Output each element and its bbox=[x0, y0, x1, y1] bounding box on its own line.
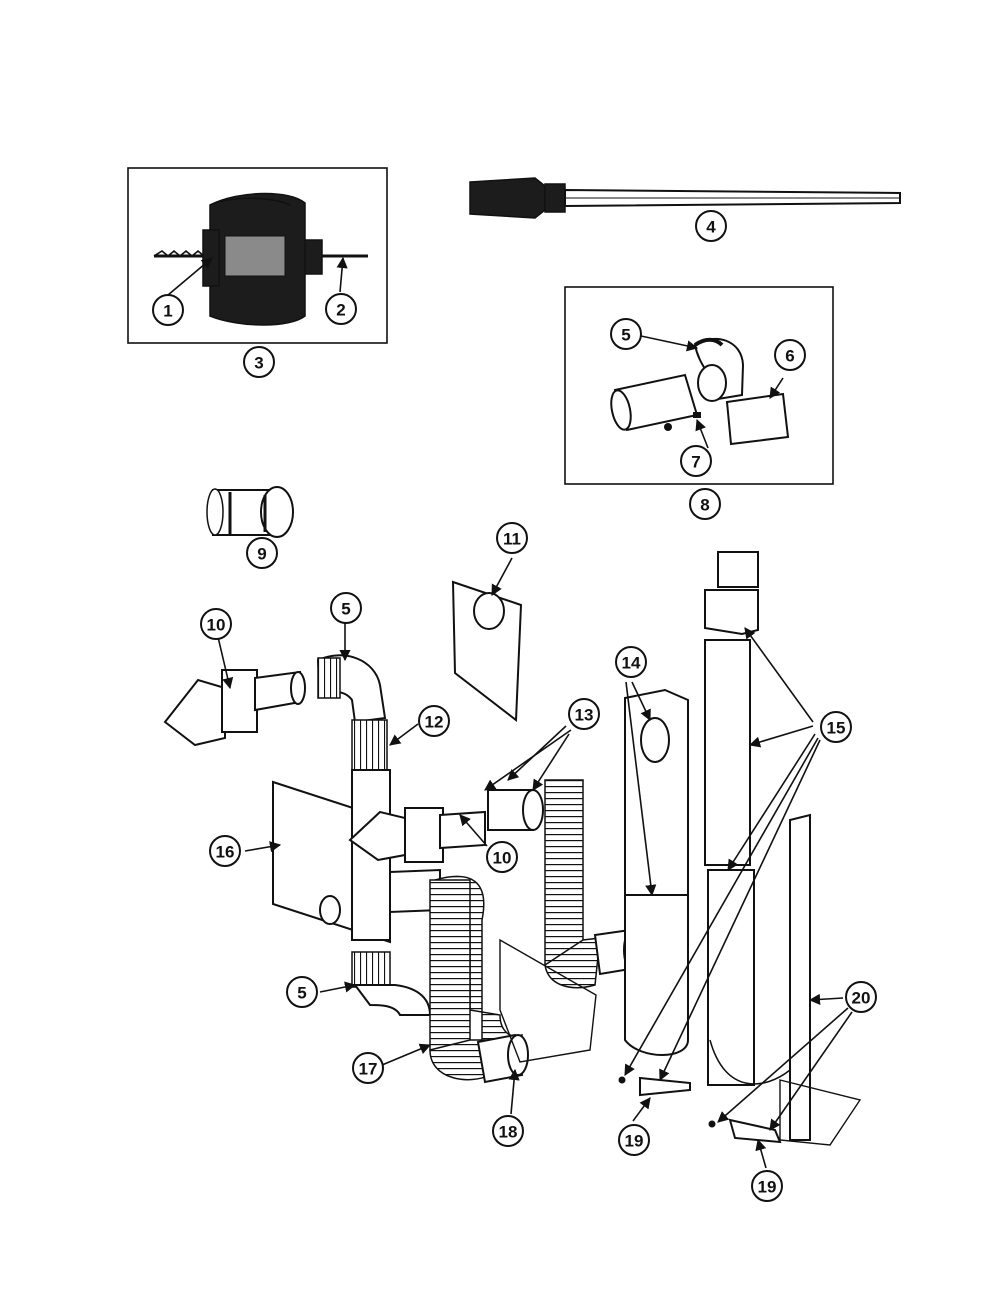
callout-circle bbox=[209, 835, 241, 867]
callout-c9: 9 bbox=[246, 537, 278, 569]
callout-circle bbox=[615, 646, 647, 678]
callout-number: 17 bbox=[359, 1060, 378, 1079]
callout-circle bbox=[152, 294, 184, 326]
callout-circle bbox=[330, 592, 362, 624]
callout-c5b: 5 bbox=[330, 592, 362, 624]
callout-c7: 7 bbox=[680, 445, 712, 477]
callout-circle bbox=[751, 1170, 783, 1202]
callout-number: 12 bbox=[425, 713, 444, 732]
callout-c17: 17 bbox=[352, 1052, 384, 1084]
callout-number: 15 bbox=[827, 719, 846, 738]
callout-circle bbox=[286, 976, 318, 1008]
callout-c2: 2 bbox=[325, 293, 357, 325]
callout-circle bbox=[200, 608, 232, 640]
callout-number: 6 bbox=[785, 347, 794, 366]
callout-circle bbox=[568, 698, 600, 730]
leader-lines bbox=[167, 256, 853, 1169]
elbow-kit bbox=[564, 286, 834, 485]
callout-number: 11 bbox=[503, 530, 521, 549]
damper-coupling bbox=[206, 486, 294, 538]
callout-number: 5 bbox=[621, 326, 630, 345]
callout-number: 18 bbox=[499, 1123, 518, 1142]
callout-circle bbox=[243, 346, 275, 378]
callout-c19b: 19 bbox=[751, 1170, 783, 1202]
callout-number: 1 bbox=[163, 302, 172, 321]
callout-c1: 1 bbox=[152, 294, 184, 326]
callout-c5c: 5 bbox=[286, 976, 318, 1008]
wall-plate bbox=[451, 580, 523, 722]
callout-c20: 20 bbox=[845, 981, 877, 1013]
callout-circle bbox=[492, 1115, 524, 1147]
callout-number: 20 bbox=[852, 989, 871, 1008]
callout-c13: 13 bbox=[568, 698, 600, 730]
callout-c12: 12 bbox=[418, 705, 450, 737]
callout-number: 9 bbox=[257, 545, 266, 564]
callout-number: 19 bbox=[625, 1132, 644, 1151]
callout-number: 19 bbox=[758, 1178, 777, 1197]
callout-c3: 3 bbox=[243, 346, 275, 378]
flex-duct-17 bbox=[429, 875, 529, 1084]
callout-c4: 4 bbox=[695, 210, 727, 242]
callout-circle bbox=[496, 522, 528, 554]
callout-number: 3 bbox=[254, 354, 263, 373]
callout-c19a: 19 bbox=[618, 1124, 650, 1156]
callout-circle bbox=[418, 705, 450, 737]
callout-c15: 15 bbox=[820, 711, 852, 743]
vent-assembly-left bbox=[163, 654, 544, 1016]
callout-c16: 16 bbox=[209, 835, 241, 867]
callout-c10b: 10 bbox=[486, 841, 518, 873]
callout-number: 13 bbox=[575, 706, 594, 725]
callout-circle bbox=[610, 318, 642, 350]
callout-circle bbox=[774, 339, 806, 371]
callout-circle bbox=[486, 841, 518, 873]
callout-circle bbox=[845, 981, 877, 1013]
callout-circle bbox=[689, 488, 721, 520]
callout-c11: 11 bbox=[496, 522, 528, 554]
callout-circle bbox=[325, 293, 357, 325]
callout-circle bbox=[618, 1124, 650, 1156]
callout-number: 7 bbox=[691, 453, 700, 472]
callout-circle bbox=[246, 537, 278, 569]
callout-number: 8 bbox=[700, 496, 709, 515]
callout-number: 4 bbox=[706, 218, 716, 237]
hole-saw-kit bbox=[127, 167, 388, 344]
callout-circle bbox=[680, 445, 712, 477]
callout-circle bbox=[820, 711, 852, 743]
installation-rod bbox=[469, 177, 901, 219]
callout-c18: 18 bbox=[492, 1115, 524, 1147]
callout-circle bbox=[695, 210, 727, 242]
callout-c8: 8 bbox=[689, 488, 721, 520]
callout-number: 16 bbox=[216, 843, 235, 862]
callout-c6: 6 bbox=[774, 339, 806, 371]
callout-number: 14 bbox=[622, 654, 641, 673]
callout-number: 2 bbox=[336, 301, 345, 320]
callout-number: 5 bbox=[341, 600, 350, 619]
callout-c14: 14 bbox=[615, 646, 647, 678]
callout-c10a: 10 bbox=[200, 608, 232, 640]
vertical-ducts bbox=[618, 551, 862, 1146]
callout-number: 5 bbox=[297, 984, 306, 1003]
callout-number: 10 bbox=[207, 616, 226, 635]
callout-c5a: 5 bbox=[610, 318, 642, 350]
callout-circle bbox=[352, 1052, 384, 1084]
callout-number: 10 bbox=[493, 849, 512, 868]
